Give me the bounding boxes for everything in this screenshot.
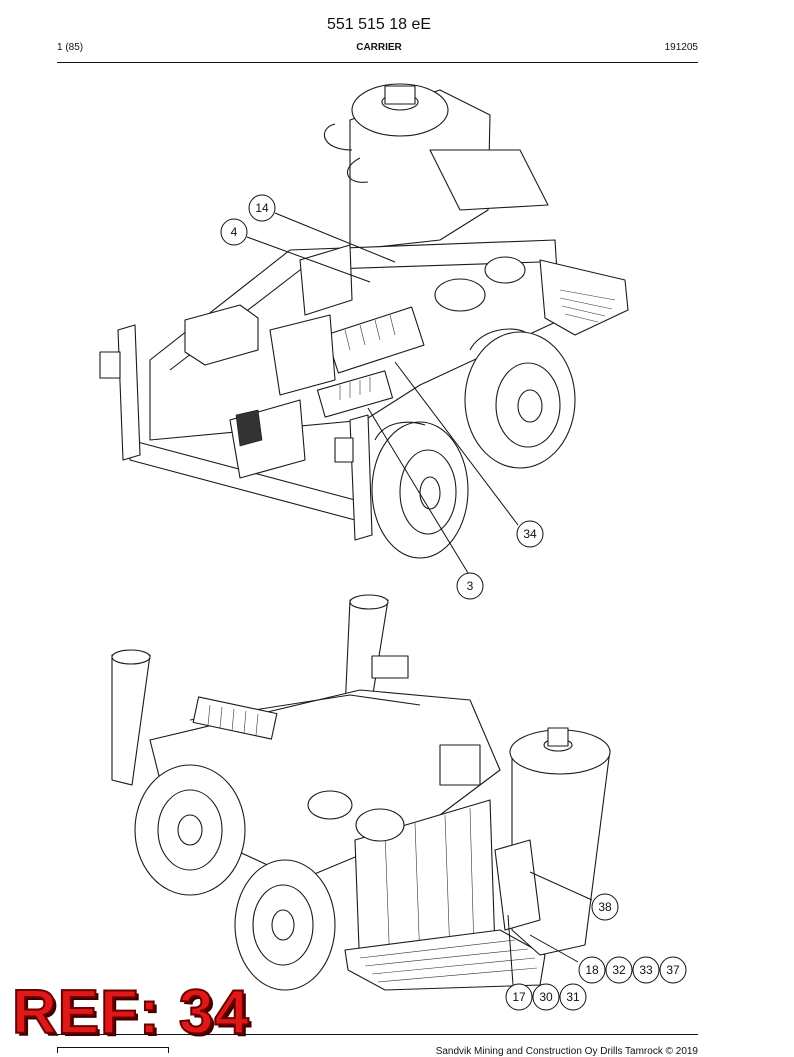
page-index: 1 (85) xyxy=(57,42,84,53)
svg-text:3: 3 xyxy=(467,579,474,593)
svg-text:32: 32 xyxy=(612,963,626,977)
svg-text:17: 17 xyxy=(512,990,526,1004)
header-rule xyxy=(57,62,698,63)
callout-18[interactable]: 18 xyxy=(578,956,606,984)
svg-text:4: 4 xyxy=(231,225,238,239)
svg-text:14: 14 xyxy=(255,201,269,215)
carrier-drawing-bottom xyxy=(111,594,611,991)
copyright-notice: Sandvik Mining and Construction Oy Drill… xyxy=(435,1046,698,1057)
callout-34[interactable]: 34 xyxy=(516,520,544,548)
document-number: 551 515 18 eE xyxy=(326,16,432,33)
callout-3[interactable]: 3 xyxy=(456,572,484,600)
svg-text:31: 31 xyxy=(566,990,580,1004)
brand-logo xyxy=(57,1047,169,1053)
svg-text:18: 18 xyxy=(585,963,599,977)
svg-text:38: 38 xyxy=(598,900,612,914)
callout-31[interactable]: 31 xyxy=(559,983,587,1011)
ref-stamp: REF: 34 xyxy=(11,978,250,1047)
carrier-drawing-top xyxy=(99,83,629,559)
svg-text:34: 34 xyxy=(523,527,537,541)
footer-rule xyxy=(57,1034,698,1035)
callout-30[interactable]: 30 xyxy=(532,983,560,1011)
callout-37[interactable]: 37 xyxy=(659,956,687,984)
svg-text:37: 37 xyxy=(666,963,680,977)
callout-38[interactable]: 38 xyxy=(591,893,619,921)
leader-lines xyxy=(246,212,593,986)
section-title: CARRIER xyxy=(356,42,402,53)
callout-17[interactable]: 17 xyxy=(505,983,533,1011)
svg-text:30: 30 xyxy=(539,990,553,1004)
callout-32[interactable]: 32 xyxy=(605,956,633,984)
callout-33[interactable]: 33 xyxy=(632,956,660,984)
date-code: 191205 xyxy=(664,42,698,53)
svg-text:33: 33 xyxy=(639,963,653,977)
callout-14[interactable]: 14 xyxy=(248,194,276,222)
callout-4[interactable]: 4 xyxy=(220,218,248,246)
